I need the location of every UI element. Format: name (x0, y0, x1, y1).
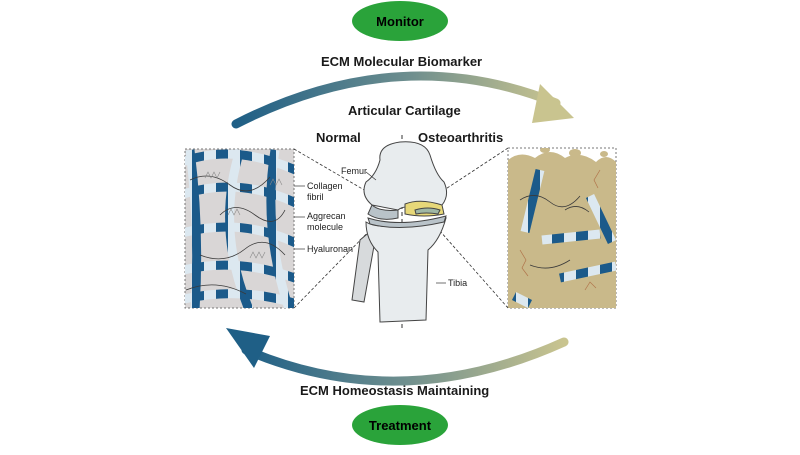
ecm-homeostasis-caption: ECM Homeostasis Maintaining (300, 383, 490, 398)
monitor-badge: Monitor (352, 1, 448, 41)
hyaluronan-strands (185, 175, 286, 295)
part-leader-lines (294, 171, 446, 284)
matrix-fragments (540, 148, 608, 157)
meniscus (414, 207, 441, 215)
collagen-fibril-label: Collagen fibril (307, 181, 343, 202)
collagen-fibrils-oa (511, 168, 616, 308)
ecm-biomarker-caption: ECM Molecular Biomarker (321, 54, 483, 69)
normal-matrix-inset (184, 148, 295, 309)
oa-matrix-inset (507, 147, 617, 309)
treatment-badge: Treatment (352, 405, 448, 445)
femur-label: Femur (341, 166, 368, 176)
normal-cartilage (367, 204, 399, 220)
osteoarthritis-label: Osteoarthritis (418, 130, 504, 145)
articular-cartilage-title: Articular Cartilage (348, 103, 461, 118)
normal-label: Normal (316, 130, 361, 145)
damage-cracks (519, 169, 601, 291)
tibia-label: Tibia (448, 278, 468, 288)
hyaluronan-label: Hyaluronan (307, 244, 354, 254)
degraded-strands (519, 195, 590, 269)
knee-joint (351, 141, 448, 323)
femur-bone (363, 141, 448, 211)
aggrecan-molecules (204, 171, 283, 259)
aggrecan-molecule-label: Aggrecan molecule (307, 211, 346, 232)
bottom-cycle-arrow (226, 328, 569, 386)
tibia-bone (365, 217, 447, 323)
tibial-plateau-cartilage (367, 215, 447, 229)
top-cycle-arrow (231, 71, 574, 129)
